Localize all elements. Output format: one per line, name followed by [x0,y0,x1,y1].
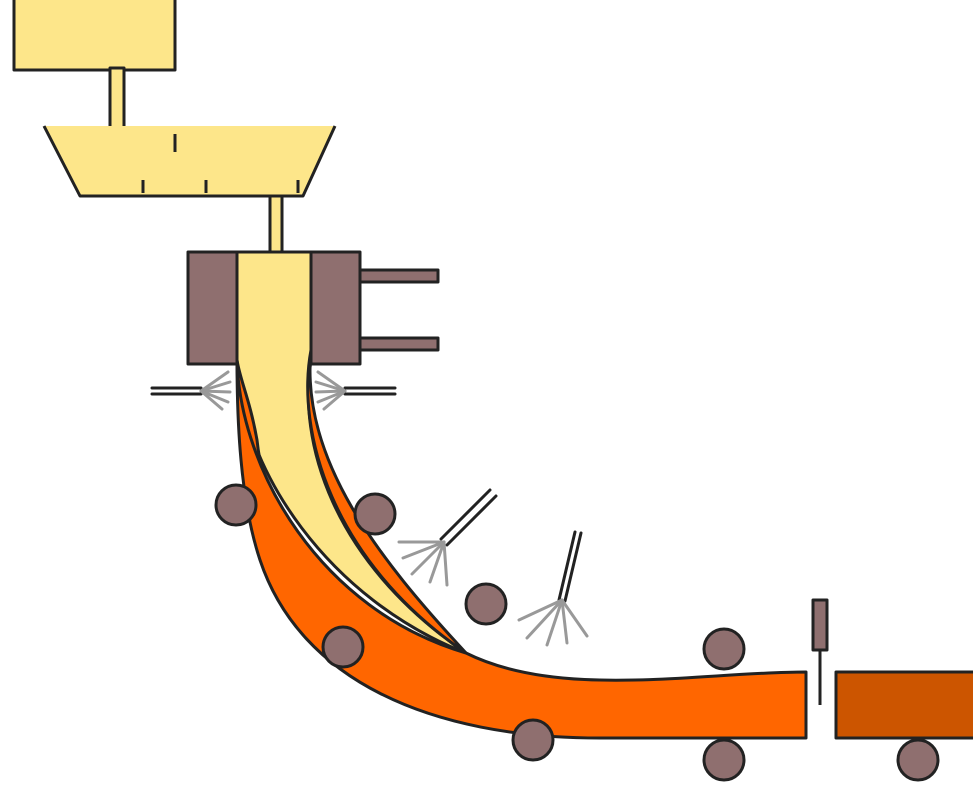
roller [511,718,555,762]
roller [702,627,746,671]
tundish-fill [52,134,327,193]
spray-nozzles [150,370,589,647]
roller [896,738,940,782]
mould-rod-bottom [358,336,440,352]
spray-nozzle-diagonal [397,488,498,587]
tundish-gauge-marks [141,134,300,193]
roller [464,582,508,626]
roller [214,483,258,527]
cutter-torch [811,598,829,652]
spray-nozzle-right [314,370,397,411]
strand [235,348,808,740]
cut-slab [834,670,973,740]
spray-nozzle-left [150,370,232,411]
mould-left [186,250,239,366]
roller [702,738,746,782]
spray-nozzle-vertical [517,530,589,647]
roller [353,492,397,536]
mould-rod-top [358,268,440,284]
support-rollers [214,483,940,782]
roller [321,625,365,669]
mould-right [309,250,362,366]
ladle [12,0,177,72]
